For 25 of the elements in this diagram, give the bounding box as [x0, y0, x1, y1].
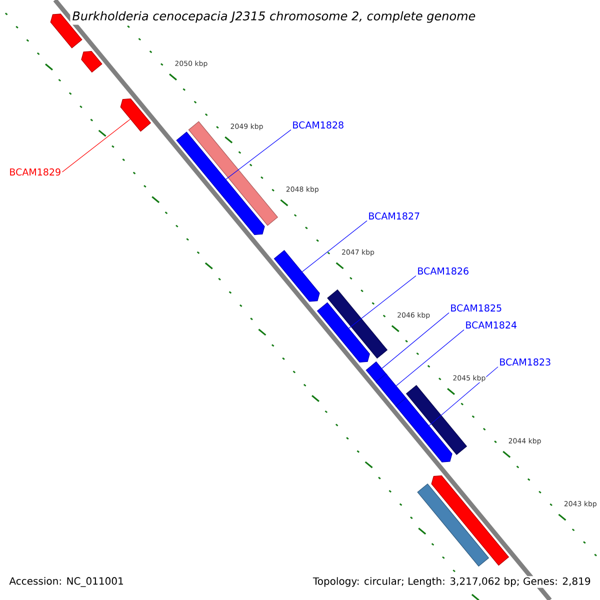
gene-block [176, 132, 265, 236]
leader-line [302, 220, 368, 272]
leader-line [62, 118, 131, 172]
gene-label: BCAM1829 [10, 168, 60, 176]
gene-label: BCAM1824 [466, 321, 517, 329]
gene-block [81, 50, 102, 73]
gene-label: BCAM1823 [500, 358, 550, 366]
gene-label: BCAM1826 [418, 267, 468, 275]
accession-text: Accession: NC_011001 [9, 577, 123, 587]
gene-label: BCAM1828 [293, 121, 344, 129]
genome-info-text: Topology: circular; Length: 3,217,062 bp; Genes: 2,819 [312, 576, 592, 588]
gene-label: BCAM1827 [369, 212, 420, 220]
gene-block [395, 397, 452, 462]
title: Burkholderia cenocepacia J2315 chromosome 2, complete genome [70, 9, 478, 25]
leader-line [226, 129, 292, 180]
gene-label: BCAM1825 [451, 304, 502, 312]
leader-line [428, 366, 498, 426]
leader-line [348, 275, 416, 329]
gene-block [431, 475, 510, 566]
leader-line [396, 330, 464, 386]
leader-line [382, 312, 450, 369]
gene-block [316, 302, 370, 362]
gene-block [120, 98, 152, 132]
gene-block [274, 250, 320, 302]
gene-block [376, 373, 406, 407]
